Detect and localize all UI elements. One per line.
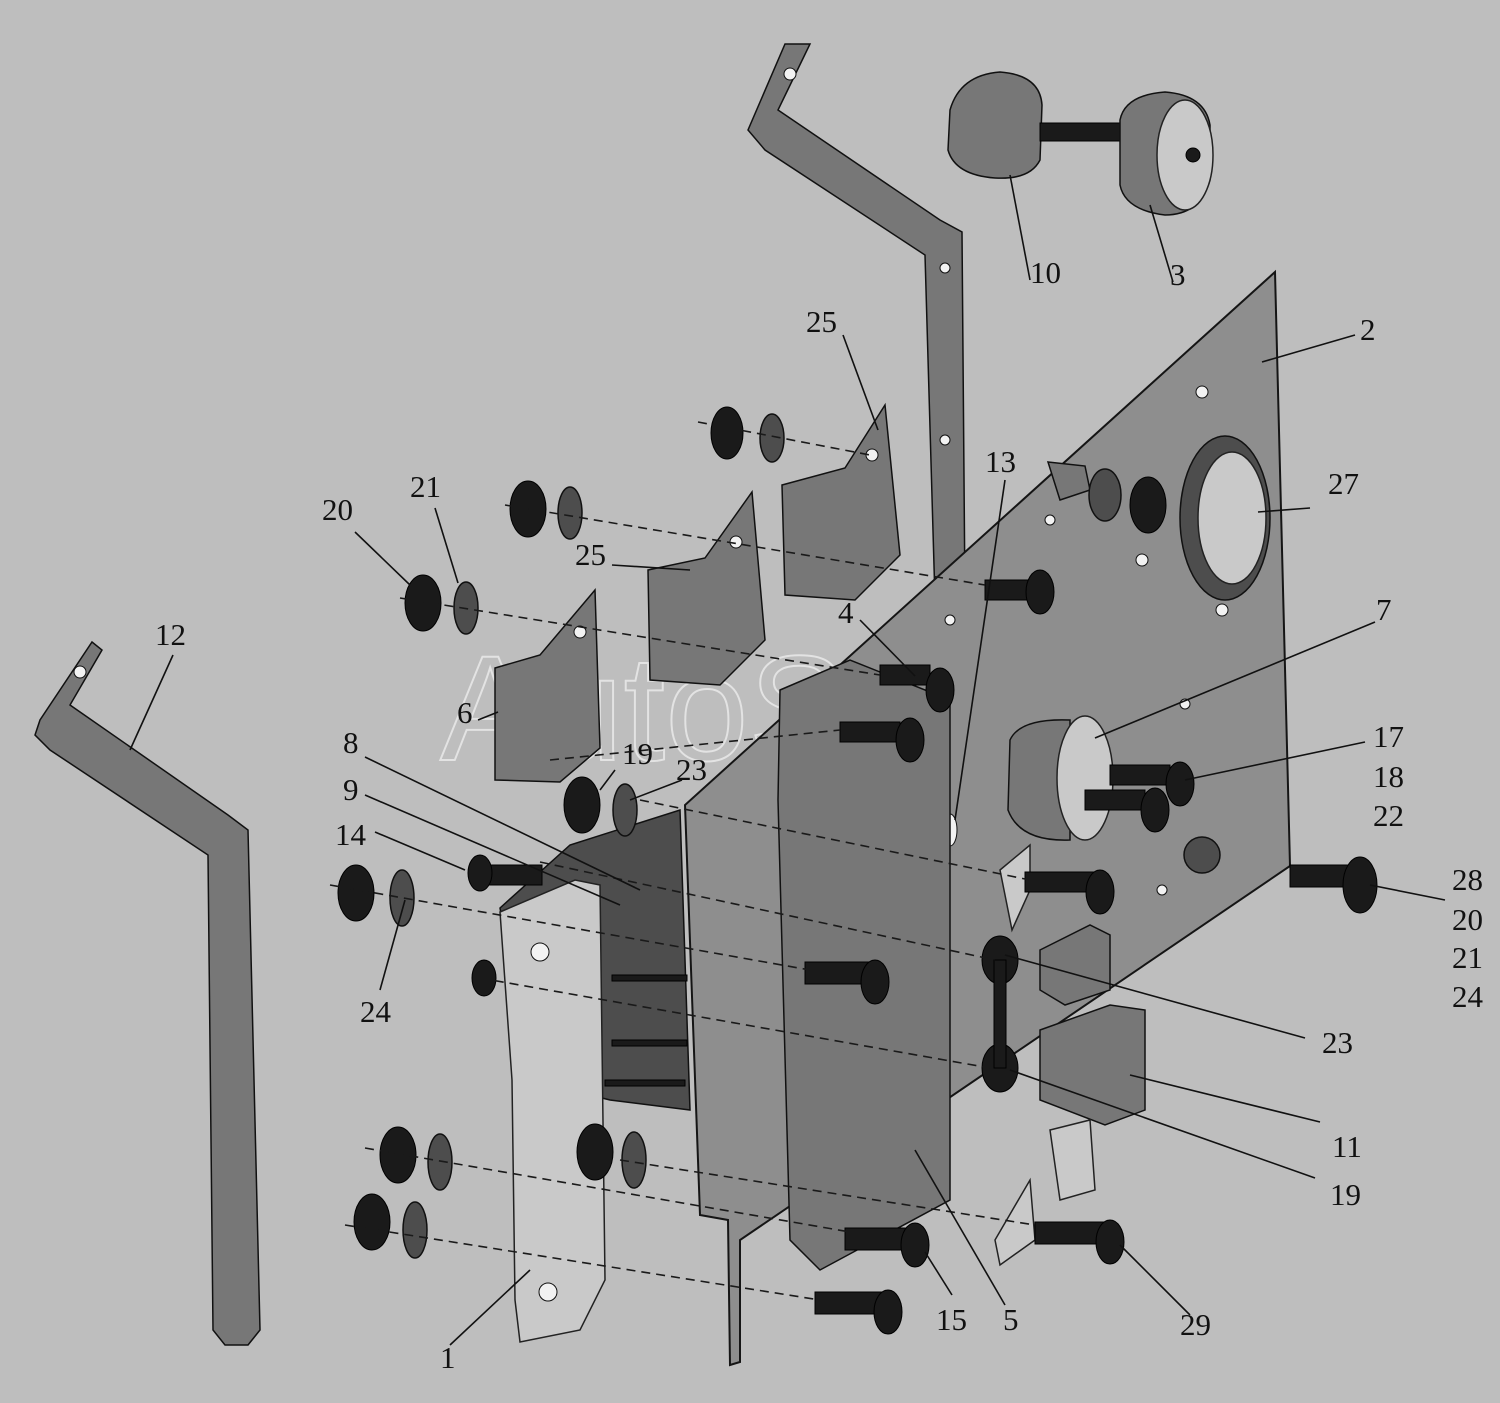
callout-24-right: 24 [1452, 979, 1484, 1014]
callout-22: 22 [1373, 798, 1404, 833]
callout-5: 5 [1003, 1302, 1019, 1337]
block-part-25-top [781, 402, 901, 601]
callout-23-top: 23 [676, 752, 707, 787]
callout-19-bottom: 19 [1330, 1177, 1361, 1212]
leader-lines [129, 174, 1446, 1346]
callout-3: 3 [1170, 257, 1186, 292]
bracket-hole [73, 665, 87, 679]
callout-4: 4 [838, 595, 854, 630]
callout-11: 11 [1332, 1129, 1362, 1164]
callout-19-top: 19 [622, 736, 653, 771]
callout-8: 8 [343, 725, 359, 760]
callout-13: 13 [985, 444, 1016, 479]
callout-10: 10 [1030, 255, 1061, 290]
callout-6: 6 [457, 695, 473, 730]
callout-28: 28 [1452, 862, 1483, 897]
callout-9: 9 [343, 772, 359, 807]
relay-part-11 [994, 843, 1146, 1267]
callout-2: 2 [1360, 312, 1376, 347]
callout-21: 21 [410, 469, 441, 504]
rod-set [604, 974, 688, 1087]
knob-assembly [947, 71, 1214, 216]
callout-20-right: 20 [1452, 902, 1483, 937]
bolt-set [467, 569, 1378, 1335]
bracket-part-1 [499, 879, 606, 1343]
callout-25-middle: 25 [575, 537, 606, 572]
callout-1: 1 [440, 1340, 456, 1375]
bracket-hole [939, 262, 951, 274]
callout-15: 15 [936, 1302, 967, 1337]
round-button-part-27 [1179, 435, 1271, 601]
left-bracket-part-12 [34, 640, 261, 1346]
callout-labels: 1 2 3 4 5 6 7 8 9 10 11 12 13 14 15 17 1… [155, 255, 1484, 1375]
bracket-hole [783, 67, 797, 81]
callout-23-bottom: 23 [1322, 1025, 1353, 1060]
callout-29: 29 [1180, 1307, 1211, 1342]
block-part-25-middle [647, 489, 766, 686]
callout-17: 17 [1373, 719, 1404, 754]
nut-washer-set [337, 406, 785, 1259]
block-part-6 [494, 588, 601, 783]
cylinder-part-7 [1007, 715, 1114, 841]
callout-12: 12 [155, 617, 186, 652]
callout-25-top: 25 [806, 304, 837, 339]
callout-18: 18 [1373, 759, 1404, 794]
bracket-hole [939, 434, 951, 446]
callout-27: 27 [1328, 466, 1359, 501]
callout-14: 14 [335, 817, 367, 852]
callout-7: 7 [1376, 592, 1392, 627]
link-part-19 [981, 935, 1019, 1093]
callout-20: 20 [322, 492, 353, 527]
callout-24: 24 [360, 994, 392, 1029]
callout-21-right: 21 [1452, 940, 1483, 975]
